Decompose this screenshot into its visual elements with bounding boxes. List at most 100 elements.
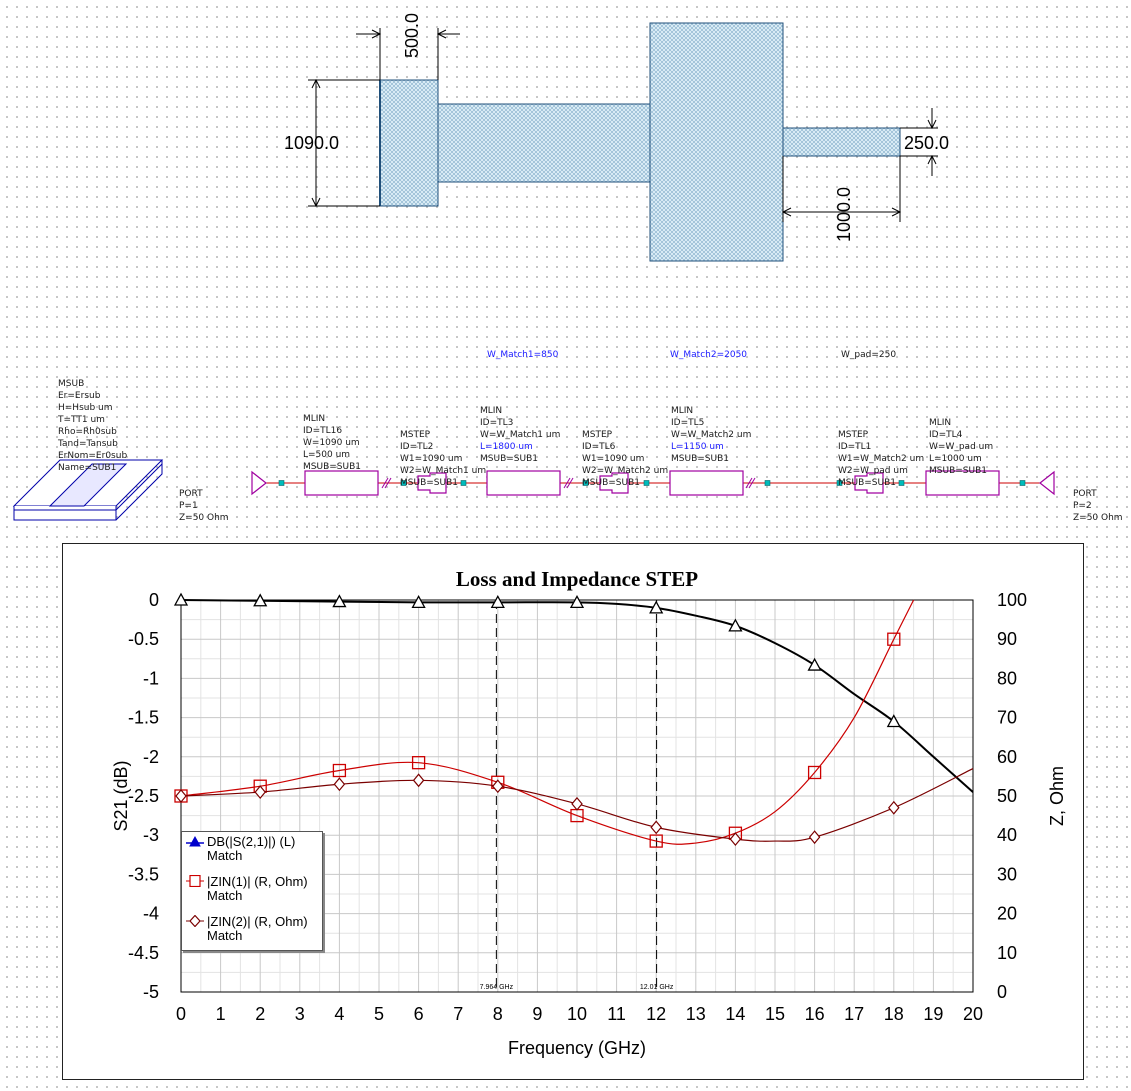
x-tick-label: 10 xyxy=(567,1004,587,1024)
layout-line-match1[interactable] xyxy=(437,103,651,183)
x-tick-label: 8 xyxy=(493,1004,503,1024)
tl3-mlin-symbol[interactable] xyxy=(486,470,561,496)
port1-symbol[interactable] xyxy=(251,470,267,496)
y-tick-label: -4 xyxy=(143,904,159,924)
series-point xyxy=(411,594,426,609)
y2-tick-label: 30 xyxy=(997,864,1017,884)
var-w-match1[interactable]: W_Match1=850 xyxy=(487,350,559,360)
dimension-height-label: 1090.0 xyxy=(284,133,339,153)
dimension-width-label: 500.0 xyxy=(402,13,422,58)
series-point xyxy=(332,763,347,778)
x-tick-label: 19 xyxy=(923,1004,943,1024)
series-point xyxy=(411,756,426,770)
layout-line-pad[interactable] xyxy=(782,127,901,157)
series-point xyxy=(412,773,425,788)
schematic-view[interactable]: W_Match1=850 W_Match2=2050 W_pad=250 MSU… xyxy=(0,330,1131,540)
series-point xyxy=(888,800,900,815)
x-tick-label: 4 xyxy=(334,1004,344,1024)
y-tick-label: -0.5 xyxy=(128,629,159,649)
y2-tick-label: 10 xyxy=(997,943,1017,963)
tl16-mlin-symbol[interactable] xyxy=(304,470,379,496)
series-point xyxy=(886,714,901,728)
y-tick-label: -3.5 xyxy=(128,864,159,884)
y2-tick-label: 80 xyxy=(997,668,1017,688)
y-tick-label: -3 xyxy=(143,825,159,845)
series-point xyxy=(728,618,743,632)
legend-zin2-diamond-icon xyxy=(186,915,204,927)
x-tick-label: 9 xyxy=(532,1004,542,1024)
series-line xyxy=(180,599,915,845)
legend-zin1-source: Match xyxy=(207,888,243,903)
x-tick-label: 13 xyxy=(686,1004,706,1024)
y2-tick-label: 50 xyxy=(997,786,1017,806)
x-tick-label: 1 xyxy=(216,1004,226,1024)
tl1-mstep-symbol[interactable] xyxy=(854,472,884,494)
port2-symbol[interactable] xyxy=(1039,470,1055,496)
y-tick-label: -1.5 xyxy=(128,708,159,728)
y-tick-label: 0 xyxy=(149,590,159,610)
y-tick-label: -2.5 xyxy=(128,786,159,806)
y-tick-label: -4.5 xyxy=(128,943,159,963)
series-point xyxy=(333,777,346,792)
series-point xyxy=(173,592,189,606)
tl5-mlin-symbol[interactable] xyxy=(669,470,744,496)
series-point xyxy=(808,830,821,845)
tl4-mlin-symbol[interactable] xyxy=(925,470,1000,496)
dimension-pad-width xyxy=(900,108,938,176)
series-point xyxy=(569,594,585,609)
x-tick-label: 16 xyxy=(805,1004,825,1024)
dimension-width xyxy=(356,28,460,80)
msub-substrate-icon[interactable] xyxy=(12,459,164,521)
series-point xyxy=(649,834,663,848)
layout-view[interactable]: 500.0 1090.0 250.0 1000.0 xyxy=(0,0,1131,330)
x-tick-label: 17 xyxy=(844,1004,864,1024)
tl2-mstep-symbol[interactable] xyxy=(417,472,447,494)
dimension-pad-width-label: 250.0 xyxy=(904,133,949,153)
chart-title: Loss and Impedance STEP xyxy=(456,567,698,591)
x-tick-label: 20 xyxy=(963,1004,983,1024)
x-tick-label: 5 xyxy=(374,1004,384,1024)
dimension-pad-length xyxy=(781,156,902,222)
legend-zin1-name: |ZIN(1)| (R, Ohm) xyxy=(207,874,308,889)
y2-tick-label: 60 xyxy=(997,747,1017,767)
legend-zin2-source: Match xyxy=(207,928,243,943)
x-tick-label: 3 xyxy=(295,1004,305,1024)
tl6-mstep-symbol[interactable] xyxy=(599,472,629,494)
x-tick-label: 14 xyxy=(725,1004,745,1024)
y-tick-label: -1 xyxy=(143,668,159,688)
y2-tick-label: 70 xyxy=(997,708,1017,728)
legend-s21-triangle-icon xyxy=(186,835,204,847)
layout-line-match2[interactable] xyxy=(649,22,784,262)
var-w-match2[interactable]: W_Match2=2050 xyxy=(670,350,748,360)
layout-line-1090[interactable] xyxy=(379,79,439,207)
x-tick-label: 15 xyxy=(765,1004,785,1024)
x-tick-label: 7 xyxy=(453,1004,463,1024)
dimension-pad-length-label: 1000.0 xyxy=(834,187,854,242)
series-point xyxy=(175,789,187,803)
series-point xyxy=(650,820,662,835)
y2-axis-label: Z, Ohm xyxy=(1047,766,1067,826)
y2-tick-label: 100 xyxy=(997,590,1027,610)
series-point xyxy=(807,657,822,671)
var-w-pad[interactable]: W_pad=250 xyxy=(841,350,897,360)
series-line xyxy=(180,599,974,793)
marker-label: 12.01 GHz xyxy=(640,984,674,991)
schematic-drawing xyxy=(12,459,1055,521)
series-point xyxy=(490,594,505,609)
y-axis-label: S21 (dB) xyxy=(111,760,131,831)
chart-legend[interactable]: DB(|S(2,1)|) (L) Match |ZIN(1)| (R, Ohm)… xyxy=(181,831,323,951)
series-point xyxy=(807,765,822,780)
x-tick-label: 6 xyxy=(414,1004,424,1024)
